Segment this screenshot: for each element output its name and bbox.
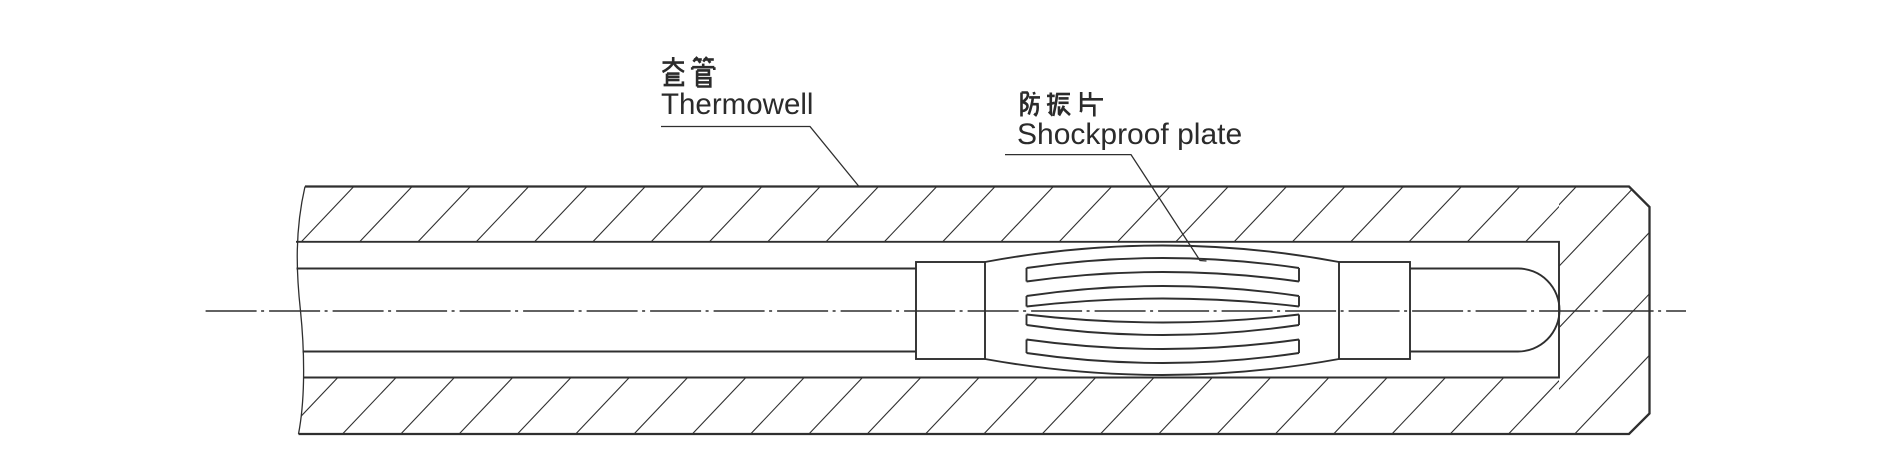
svg-text:Thermowell: Thermowell [661, 88, 813, 121]
svg-text:Shockproof plate: Shockproof plate [1017, 118, 1242, 151]
